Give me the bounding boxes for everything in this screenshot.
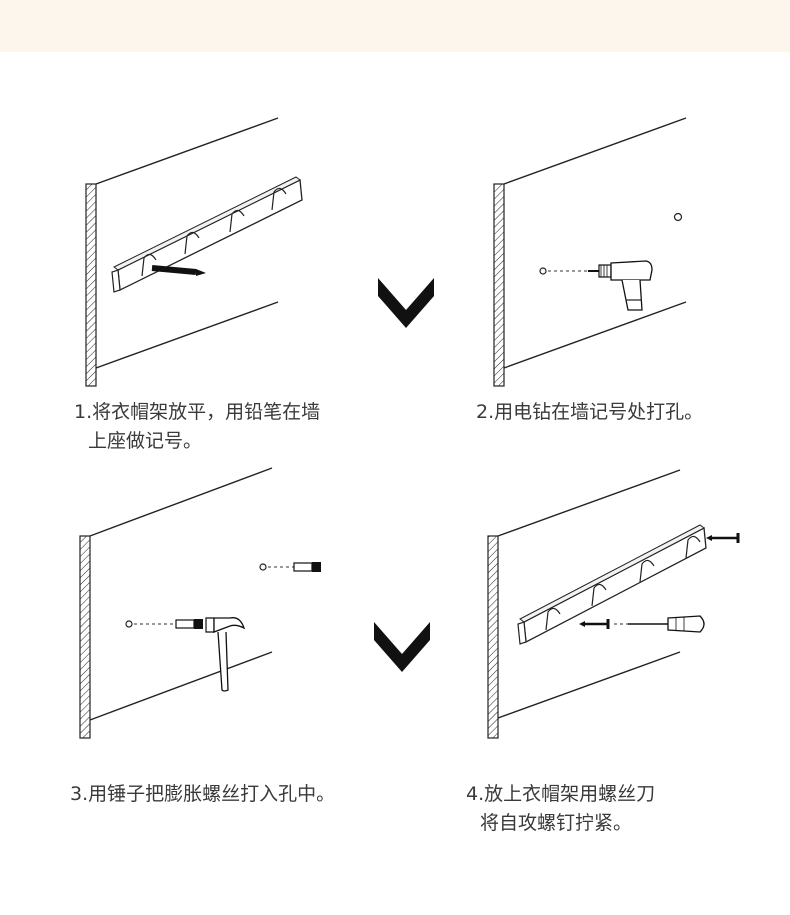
- screw-icon: [706, 533, 740, 543]
- wall-bottom-line: [497, 651, 681, 719]
- panel-4-illustration: [487, 469, 740, 739]
- hole-1: [125, 620, 133, 628]
- wall-top-line: [95, 117, 279, 185]
- step-4-line1: 4.放上衣帽架用螺丝刀: [466, 783, 656, 805]
- wall-edge-hatch: [487, 535, 499, 739]
- mark-hole: [673, 212, 683, 222]
- step-4-caption: 4.放上衣帽架用螺丝刀 将自攻螺钉拧紧。: [466, 780, 655, 838]
- wall-top-line: [89, 467, 273, 537]
- coat-rack: [517, 524, 707, 645]
- panel-2-illustration: [493, 117, 687, 387]
- panel-1-illustration: [85, 117, 303, 387]
- drill-icon: [588, 260, 653, 311]
- anchor-icon: [175, 619, 203, 629]
- screwdriver-icon: [628, 615, 705, 633]
- wall-edge-hatch: [79, 535, 91, 739]
- wall-edge-hatch: [493, 183, 505, 387]
- wall-bottom-line: [89, 651, 273, 721]
- hole-2: [259, 563, 267, 571]
- step-2-line1: 2.用电钻在墙记号处打孔。: [476, 401, 704, 423]
- wall-bottom-line: [95, 301, 279, 369]
- chevron-down-icon: [378, 278, 434, 328]
- drill-hole: [539, 267, 547, 275]
- wall-bottom-line: [503, 301, 687, 369]
- step-1-caption: 1.将衣帽架放平，用铅笔在墙 上座做记号。: [74, 398, 320, 456]
- chevron-down-icon: [374, 622, 430, 672]
- wall-edge-hatch: [85, 183, 97, 387]
- hammer-icon: [205, 617, 246, 692]
- anchor-icon: [293, 562, 321, 572]
- step-1-line1: 1.将衣帽架放平，用铅笔在墙: [74, 401, 321, 423]
- wall-top-line: [503, 117, 687, 185]
- pencil-icon: [151, 265, 206, 276]
- coat-rack: [111, 176, 303, 293]
- wall-top-line: [497, 469, 681, 537]
- step-2-caption: 2.用电钻在墙记号处打孔。: [476, 398, 703, 427]
- step-4-line2: 将自攻螺钉拧紧。: [480, 812, 633, 834]
- screw-icon: [579, 619, 610, 629]
- step-3-caption: 3.用锤子把膨胀螺丝打入孔中。: [70, 780, 335, 809]
- panel-3-illustration: [79, 467, 321, 739]
- step-3-line1: 3.用锤子把膨胀螺丝打入孔中。: [70, 783, 336, 805]
- step-1-line2: 上座做记号。: [88, 430, 203, 452]
- top-band: [0, 0, 790, 52]
